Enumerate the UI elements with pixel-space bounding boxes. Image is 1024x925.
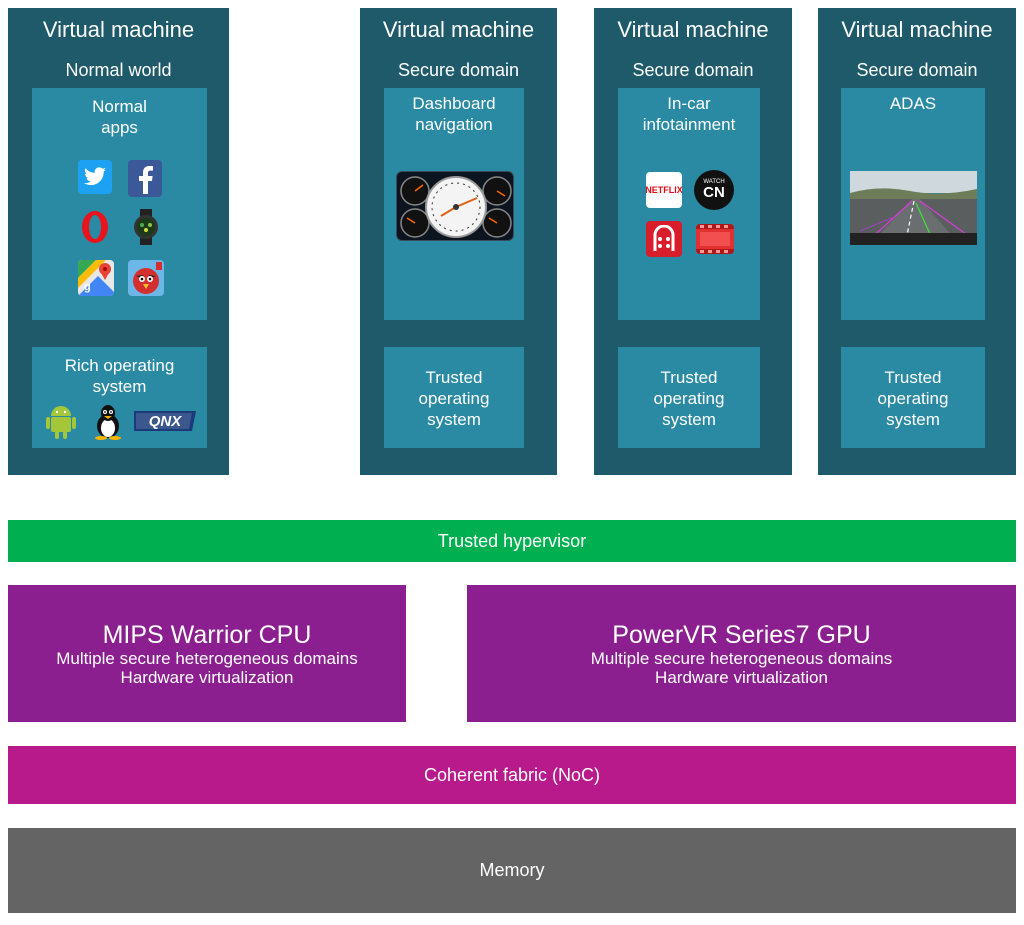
trusted-os-label: Trusted operating system [877, 368, 949, 429]
rich-os-box: Rich operating system QNX [32, 347, 207, 448]
cartoon-network-icon: WATCH CN [694, 170, 734, 210]
memory-label: Memory [479, 860, 545, 880]
vm-subtitle: Secure domain [397, 60, 520, 80]
vm-infotainment: Virtual machine Secure domain In-car inf… [594, 8, 792, 475]
adas-app-label: ADAS [889, 94, 937, 113]
vm-dashboard: Virtual machine Secure domain Dashboard … [360, 8, 557, 475]
cpu-feature-domains: Multiple secure heterogeneous domains [56, 648, 358, 668]
watch-icon [128, 208, 164, 246]
cn-logo-text: CN [703, 184, 725, 201]
opera-icon [78, 210, 112, 244]
memory-layer: Memory [8, 828, 1016, 913]
cpu-title: MIPS Warrior CPU [102, 620, 312, 649]
qnx-icon: QNX [132, 407, 198, 435]
media-player-icon [646, 221, 682, 257]
adas-os-box: Trusted operating system [841, 347, 985, 448]
normal-apps-box: Normal apps g [32, 88, 207, 320]
netflix-logo-text: NETFLIX [646, 185, 682, 195]
gpu-feature-domains: Multiple secure heterogeneous domains [590, 648, 893, 668]
svg-text:g: g [84, 281, 91, 293]
vm-adas: Virtual machine Secure domain ADAS Trust… [818, 8, 1016, 475]
gpu-feature-virtualization: Hardware virtualization [655, 667, 828, 687]
vm-title: Virtual machine [382, 17, 535, 42]
adas-road-camera-image [850, 171, 977, 245]
infotainment-os-box: Trusted operating system [618, 347, 760, 448]
adas-app-box: ADAS [841, 88, 985, 320]
vm-title: Virtual machine [841, 17, 993, 42]
dashboard-gauges-image [396, 171, 514, 241]
coherent-fabric-layer: Coherent fabric (NoC) [8, 746, 1016, 804]
normal-apps-label: Normal apps [92, 97, 147, 137]
vm-title: Virtual machine [42, 17, 195, 42]
vm-normal-world: Virtual machine Normal world Normal apps… [8, 8, 229, 475]
android-icon [44, 403, 78, 441]
infotainment-app-label: In-car infotainment [642, 94, 736, 134]
netflix-icon: NETFLIX [646, 172, 682, 208]
trusted-os-label: Trusted operating system [653, 368, 725, 429]
cn-watch-text: WATCH [703, 179, 725, 185]
gpu-title: PowerVR Series7 GPU [612, 620, 871, 649]
vm-title: Virtual machine [617, 17, 769, 42]
film-strip-icon [696, 224, 734, 254]
dashboard-os-box: Trusted operating system [384, 347, 524, 448]
mips-cpu-block: MIPS Warrior CPU Multiple secure heterog… [8, 585, 406, 722]
twitter-icon [78, 160, 112, 194]
dashboard-app-box: Dashboard navigation [384, 88, 524, 320]
qnx-logo-text: QNX [149, 413, 183, 430]
rich-os-label: Rich operating system [64, 356, 175, 396]
angry-birds-icon [128, 260, 164, 296]
powervr-gpu-block: PowerVR Series7 GPU Multiple secure hete… [467, 585, 1016, 722]
fabric-label: Coherent fabric (NoC) [423, 764, 601, 785]
cpu-feature-virtualization: Hardware virtualization [120, 667, 294, 687]
vm-subtitle: Secure domain [632, 60, 754, 80]
vm-subtitle: Normal world [65, 60, 172, 80]
dashboard-app-label: Dashboard navigation [412, 94, 496, 134]
trusted-hypervisor-layer: Trusted hypervisor [8, 520, 1016, 562]
trusted-os-label: Trusted operating system [418, 368, 490, 429]
vm-subtitle: Secure domain [856, 60, 978, 80]
maps-icon: g [78, 260, 114, 296]
facebook-icon [128, 160, 162, 197]
linux-icon [92, 403, 124, 441]
hypervisor-label: Trusted hypervisor [437, 530, 587, 551]
infotainment-app-box: In-car infotainment NETFLIX WATCH CN [618, 88, 760, 320]
